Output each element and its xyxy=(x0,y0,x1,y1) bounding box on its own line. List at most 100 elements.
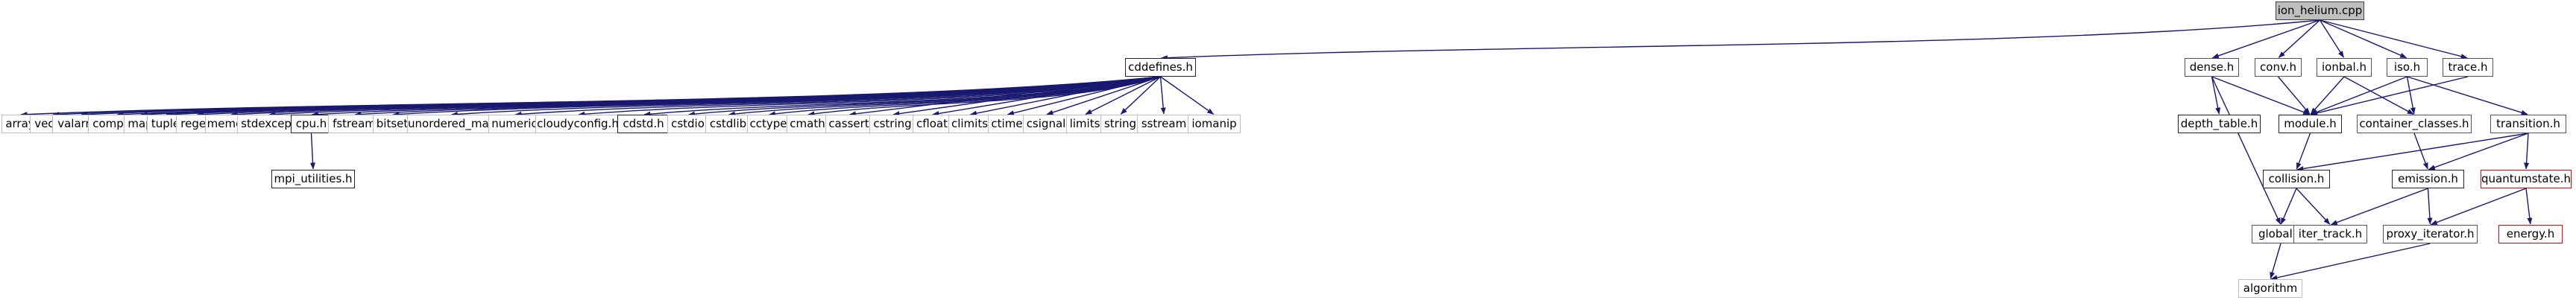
graph-node-collision_h[interactable]: collision.h xyxy=(2263,170,2330,188)
graph-edge xyxy=(140,76,1161,118)
graph-edge xyxy=(166,76,1161,118)
graph-node-cdstd_h[interactable]: cdstd.h xyxy=(617,115,670,133)
graph-node-bitset[interactable]: bitset xyxy=(373,115,412,133)
graph-edge xyxy=(2310,76,2469,116)
graph-edge xyxy=(2524,133,2530,170)
graph-node-ionbal_h[interactable]: ionbal.h xyxy=(2317,58,2372,77)
graph-node-string[interactable]: string xyxy=(1100,115,1140,133)
graph-edge xyxy=(20,76,1161,118)
graph-edge xyxy=(354,76,1161,117)
graph-node-cmath[interactable]: cmath xyxy=(787,115,828,133)
graph-edge xyxy=(807,76,1161,117)
graph-edge xyxy=(2270,243,2281,279)
graph-edge xyxy=(932,76,1161,116)
graph-node-container_classes_h[interactable]: container_classes.h xyxy=(2357,115,2472,133)
graph-node-module_h[interactable]: module.h xyxy=(2279,115,2342,133)
graph-node-iomanip[interactable]: iomanip xyxy=(1188,115,1241,133)
graph-edge xyxy=(2406,76,2416,115)
graph-node-ion_helium_cpp[interactable]: ion_helium.cpp xyxy=(2276,1,2364,20)
graph-node-global_h[interactable]: global.h xyxy=(2252,225,2310,243)
graph-edge xyxy=(2413,133,2428,170)
graph-node-cstdlib[interactable]: cstdlib xyxy=(705,115,751,133)
graph-node-quantumstate_h[interactable]: quantumstate.h xyxy=(2481,170,2572,188)
graph-edge xyxy=(2407,76,2528,115)
graph-edge xyxy=(1160,19,2320,61)
graph-node-csignal[interactable]: csignal xyxy=(1023,115,1069,133)
graph-node-unordered_map[interactable]: unordered_map xyxy=(407,115,494,133)
graph-edge xyxy=(2296,133,2311,170)
graph-node-cddefines_h[interactable]: cddefines.h xyxy=(1125,58,1196,77)
graph-node-depth_table_h[interactable]: depth_table.h xyxy=(2178,115,2261,133)
graph-edge xyxy=(450,76,1161,117)
graph-edge xyxy=(2343,76,2414,115)
graph-edge xyxy=(2278,19,2320,58)
graph-node-transition_h[interactable]: transition.h xyxy=(2490,115,2566,133)
graph-edge xyxy=(52,76,1161,118)
graph-edge xyxy=(1159,76,1166,115)
graph-node-climits[interactable]: climits xyxy=(948,115,991,133)
graph-edge xyxy=(2319,19,2345,58)
graph-node-ctime[interactable]: ctime xyxy=(988,115,1026,133)
graph-edge xyxy=(2211,76,2311,115)
graph-edge xyxy=(969,76,1161,116)
graph-edge xyxy=(2296,188,2331,225)
graph-node-proxy_iterator_h[interactable]: proxy_iterator.h xyxy=(2383,225,2478,243)
graph-edge xyxy=(116,76,1161,118)
graph-edge xyxy=(2211,76,2221,115)
graph-edge xyxy=(728,76,1161,117)
graph-edge xyxy=(2428,133,2529,170)
graph-edge xyxy=(196,76,1161,118)
graph-node-cloudyconfig_h[interactable]: cloudyconfig.h xyxy=(535,115,620,133)
graph-node-numeric[interactable]: numeric xyxy=(488,115,541,133)
graph-node-cstdio[interactable]: cstdio xyxy=(667,115,708,133)
graph-edge xyxy=(392,76,1161,117)
graph-node-mpi_utilities_h[interactable]: mpi_utilities.h xyxy=(271,170,355,188)
graph-edge xyxy=(2310,76,2407,115)
graph-node-iter_track_h[interactable]: iter_track.h xyxy=(2293,225,2367,243)
graph-edge xyxy=(514,76,1161,117)
graph-edge xyxy=(2427,188,2433,225)
graph-edge xyxy=(848,76,1161,117)
graph-edge xyxy=(310,133,316,170)
graph-node-conv_h[interactable]: conv.h xyxy=(2255,58,2302,77)
graph-node-algorithm[interactable]: algorithm xyxy=(2238,279,2302,298)
graph-edge xyxy=(230,76,1161,118)
graph-node-trace_h[interactable]: trace.h xyxy=(2443,58,2493,77)
graph-node-sstream[interactable]: sstream xyxy=(1137,115,1191,133)
graph-edge xyxy=(2270,243,2431,281)
graph-edge xyxy=(2525,188,2533,225)
graph-edge xyxy=(768,76,1161,117)
graph-edge xyxy=(2320,19,2468,60)
graph-node-cfloat[interactable]: cfloat xyxy=(913,115,951,133)
graph-edge xyxy=(2330,188,2428,226)
graph-node-cassert[interactable]: cassert xyxy=(825,115,872,133)
graph-edge xyxy=(1007,76,1161,116)
graph-edge xyxy=(2320,19,2407,59)
graph-edge xyxy=(268,76,1161,117)
graph-node-emission_h[interactable]: emission.h xyxy=(2392,170,2464,188)
graph-node-stdexcept[interactable]: stdexcept xyxy=(237,115,300,133)
graph-edge xyxy=(2211,76,2281,225)
graph-edge xyxy=(892,76,1161,117)
graph-edge xyxy=(2280,188,2297,225)
graph-node-fstream[interactable]: fstream xyxy=(328,115,380,133)
graph-node-limits[interactable]: limits xyxy=(1066,115,1103,133)
graph-edge xyxy=(643,76,1161,117)
graph-edge xyxy=(81,76,1161,118)
graph-edge xyxy=(1046,76,1161,115)
graph-node-cpu_h[interactable]: cpu.h xyxy=(291,115,332,133)
graph-edge xyxy=(2310,76,2345,115)
graph-edge xyxy=(2277,76,2311,115)
graph-edge xyxy=(2211,19,2320,59)
graph-node-iso_h[interactable]: iso.h xyxy=(2387,58,2428,77)
graph-node-cctype[interactable]: cctype xyxy=(747,115,790,133)
graph-node-dense_h[interactable]: dense.h xyxy=(2185,58,2239,77)
graph-node-cstring[interactable]: cstring xyxy=(869,115,916,133)
graph-edge xyxy=(1120,76,1161,115)
graph-node-energy_h[interactable]: energy.h xyxy=(2498,225,2563,243)
graph-edge xyxy=(1085,76,1161,115)
graph-edge xyxy=(1160,76,1215,115)
graph-edge xyxy=(578,76,1161,117)
